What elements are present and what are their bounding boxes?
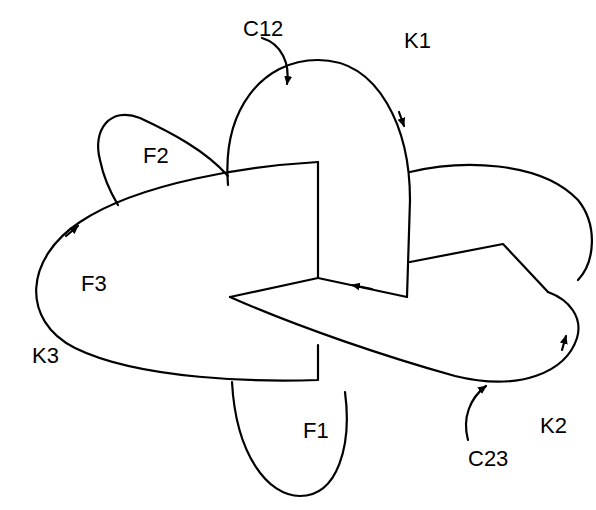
f3-seam — [230, 278, 318, 297]
knot-label: F3 — [81, 273, 107, 295]
k1-arrow — [352, 285, 372, 289]
knot-label: K3 — [32, 345, 59, 367]
f2-curve — [98, 115, 228, 205]
k3-arrow — [66, 226, 78, 236]
knot-label: K1 — [404, 30, 431, 52]
k1-arrow — [399, 112, 404, 126]
k2-curve — [230, 292, 578, 382]
knot-label: C12 — [243, 18, 283, 40]
k3-curve — [36, 162, 318, 381]
k2-arrow — [562, 336, 566, 350]
knot-label: F2 — [143, 145, 169, 167]
k1-curve — [232, 382, 347, 496]
knot-label: F1 — [303, 420, 329, 442]
k1-curve — [318, 278, 407, 297]
k2-curve — [410, 244, 548, 292]
k1-curve — [227, 60, 410, 297]
leader-arrow — [262, 38, 288, 84]
f3-seam — [317, 162, 319, 278]
knot-label: K2 — [540, 415, 567, 437]
f2-curve — [410, 165, 592, 280]
knot-label: C23 — [468, 448, 508, 470]
leader-arrow — [466, 386, 486, 440]
